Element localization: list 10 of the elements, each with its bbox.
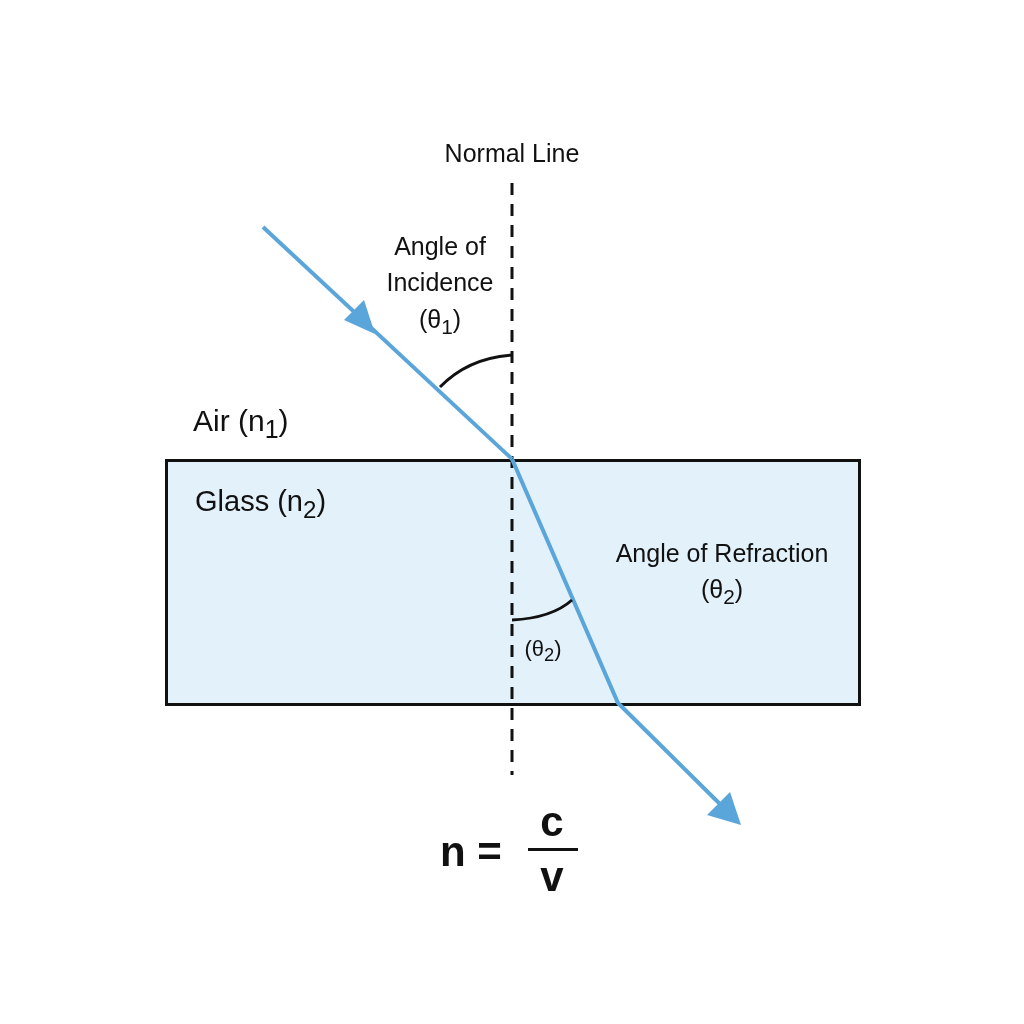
angle-label: Angle of Refraction (θ$_{2}$) — [614, 538, 830, 611]
axis-label: Normal Line — [444, 138, 580, 169]
formula-text: n = — [440, 827, 502, 877]
medium-label: Air (n$_{1}$) — [193, 403, 289, 445]
angle-symbol: (θ$_{2}$) — [524, 635, 562, 668]
angle-label: Angle of Incidence (θ$_{1}$) — [385, 231, 495, 340]
formula-text: c — [540, 797, 564, 847]
formula-text: v — [540, 852, 564, 902]
glass-block — [165, 459, 861, 706]
medium-label: Glass (n$_{2}$) — [195, 484, 327, 525]
